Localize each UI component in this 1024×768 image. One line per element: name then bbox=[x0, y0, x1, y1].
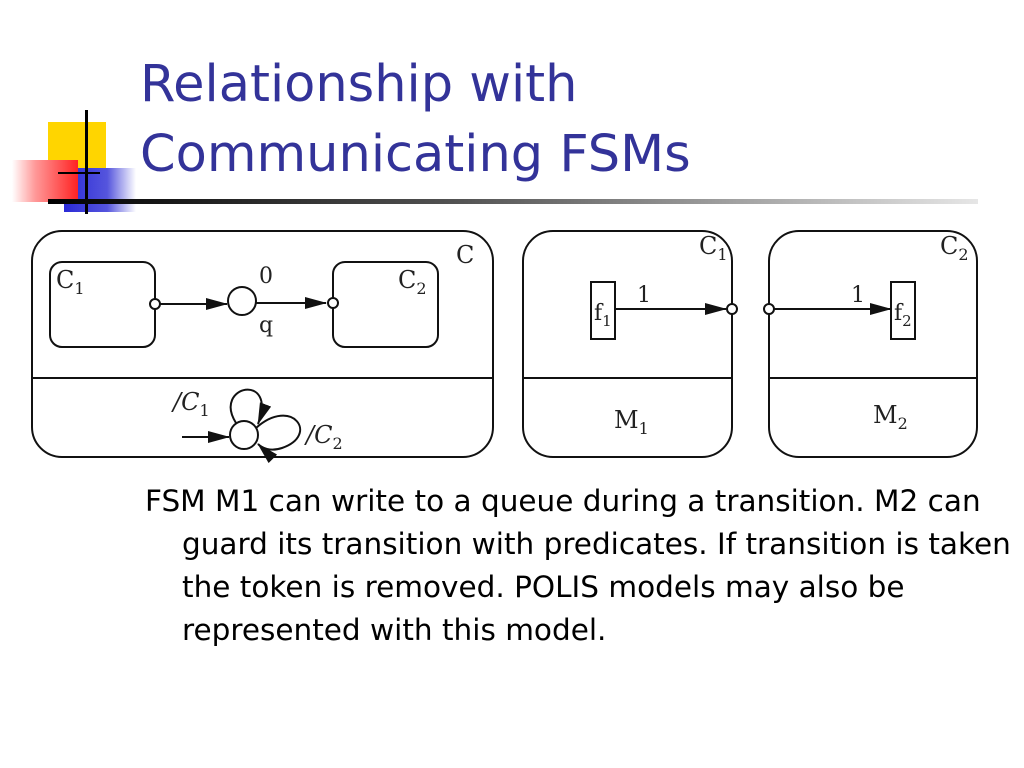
f2-label: f2 bbox=[894, 301, 912, 330]
m1-arrow-label: 1 bbox=[637, 283, 651, 308]
m1-panel: C1 f1 1 M1 bbox=[522, 230, 738, 458]
queue-out-label: q bbox=[259, 313, 273, 338]
title-line-2: Communicating FSMs bbox=[140, 125, 691, 184]
left-panel-label: C bbox=[456, 241, 474, 269]
m2-input-port bbox=[763, 303, 775, 315]
f2-box bbox=[890, 281, 916, 340]
state-c2-box bbox=[332, 261, 439, 348]
title-underline bbox=[48, 199, 978, 204]
m1-corner-label: C1 bbox=[699, 232, 728, 264]
queue-place bbox=[227, 286, 257, 316]
deco-red-square bbox=[12, 160, 78, 202]
left-panel: C C1 C2 0 q /C1 /C2 bbox=[31, 230, 494, 464]
f1-box bbox=[590, 281, 616, 340]
queue-in-label: 0 bbox=[259, 264, 273, 289]
m2-panel: C2 1 f2 M2 bbox=[763, 230, 978, 458]
self-loop-c1 bbox=[229, 388, 272, 425]
loop-state bbox=[229, 420, 259, 450]
emit-c2-label: /C2 bbox=[304, 421, 343, 453]
f1-label: f1 bbox=[594, 301, 612, 330]
c2-input-port bbox=[327, 297, 339, 309]
m2-name: M2 bbox=[873, 401, 908, 433]
m1-panel-frame bbox=[522, 230, 733, 458]
m1-name: M1 bbox=[614, 406, 649, 438]
slide-title: Relationship with Communicating FSMs bbox=[140, 50, 1000, 190]
self-loop-c2 bbox=[255, 414, 302, 464]
m2-corner-label: C2 bbox=[940, 232, 969, 264]
m1-output-port bbox=[726, 303, 738, 315]
c1-output-port bbox=[149, 298, 161, 310]
state-c2-label: C2 bbox=[398, 266, 427, 298]
deco-horizontal-line bbox=[58, 172, 100, 174]
m2-panel-frame bbox=[768, 230, 978, 458]
m2-arrow-label: 1 bbox=[851, 283, 865, 308]
title-line-1: Relationship with bbox=[140, 55, 578, 114]
deco-vertical-line bbox=[85, 110, 88, 214]
emit-c1-label: /C1 bbox=[171, 388, 210, 420]
state-c1-label: C1 bbox=[56, 266, 85, 298]
body-paragraph: FSM M1 can write to a queue during a tra… bbox=[145, 484, 1011, 647]
